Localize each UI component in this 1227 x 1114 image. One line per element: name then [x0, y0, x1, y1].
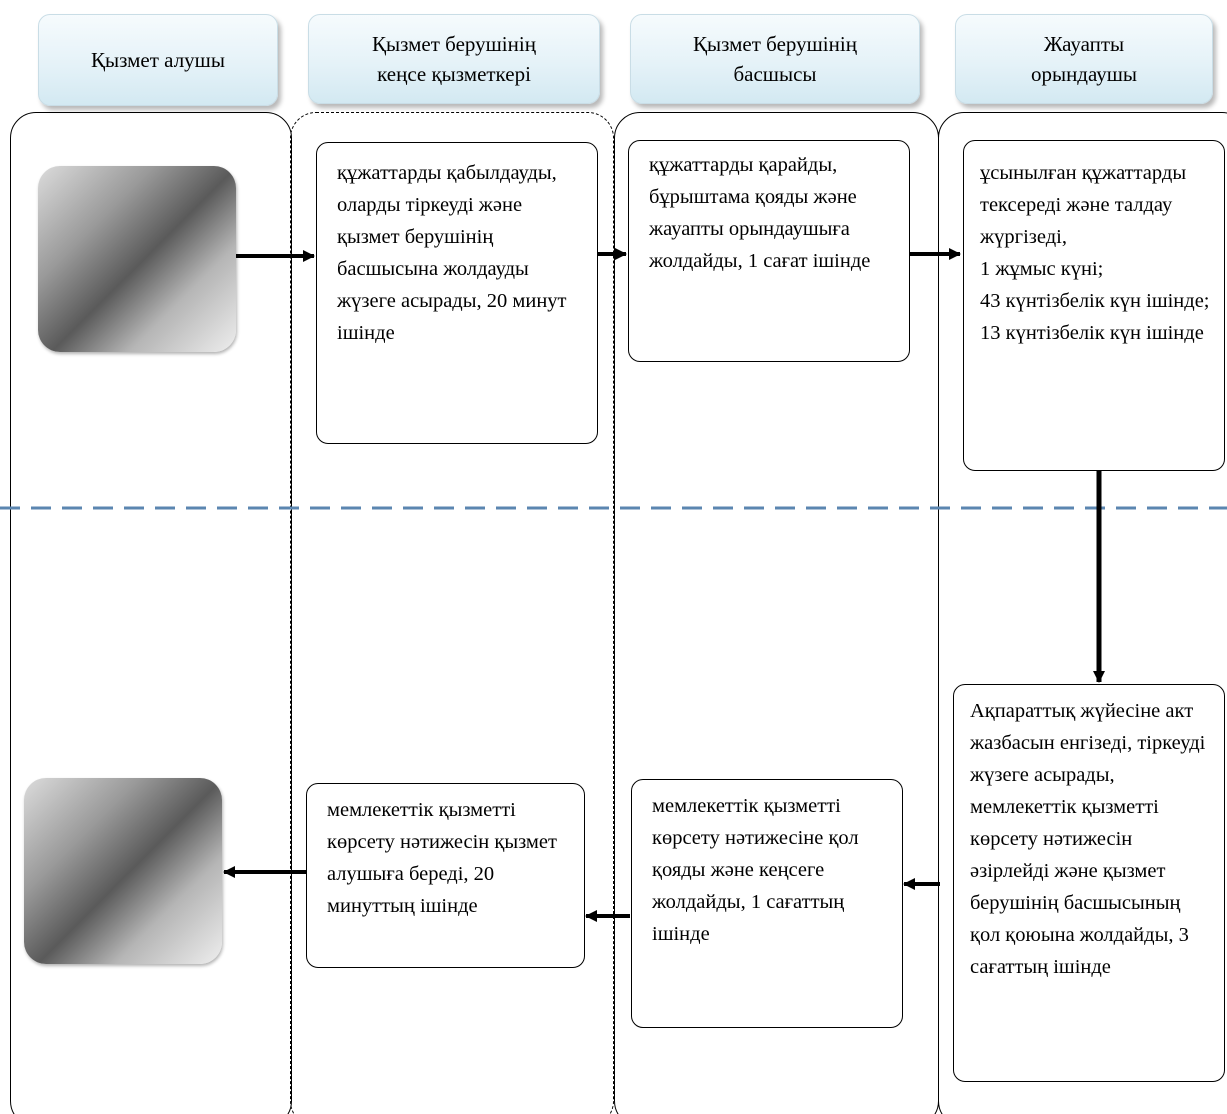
step-head-sign: мемлекеттік қызметті көрсету нәтижесіне …	[631, 779, 903, 1028]
header-head-of-provider: Қызмет берушінің басшысы	[630, 14, 920, 104]
step-head-review: құжаттарды қарайды, бұрыштама қояды және…	[628, 140, 910, 362]
end-shape	[24, 778, 222, 964]
step-office-issue: мемлекеттік қызметті көрсету нәтижесін қ…	[306, 783, 585, 968]
executor-check-text: ұсынылған құжаттарды тексереді және талд…	[980, 162, 1210, 344]
header-responsible-executor: Жауапты орындаушы	[955, 14, 1213, 104]
step-executor-check: ұсынылған құжаттарды тексереді және талд…	[963, 140, 1225, 471]
start-shape	[38, 166, 236, 352]
step-executor-prepare: Ақпараттық жүйесіне акт жазбасын енгізед…	[953, 684, 1225, 1082]
lane-office-employee	[290, 112, 614, 1114]
header-service-recipient: Қызмет алушы	[38, 14, 278, 106]
header-office-employee: Қызмет берушінің кеңсе қызметкері	[308, 14, 600, 104]
lane-responsible-executor	[938, 112, 1227, 1114]
lane-service-recipient	[10, 112, 292, 1114]
step-office-receive: құжаттарды қабылдауды, оларды тіркеуді ж…	[316, 142, 598, 444]
